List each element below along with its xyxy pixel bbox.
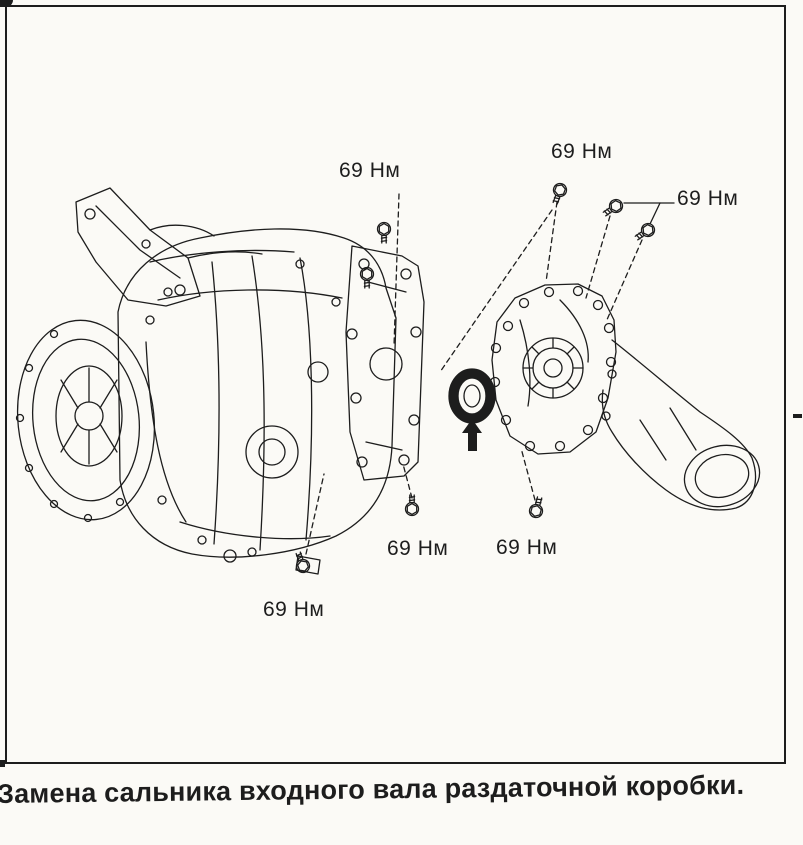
callout-bracket-lines (623, 202, 675, 225)
bolt-icon (548, 181, 569, 207)
bolt-icon (527, 495, 547, 520)
scan-frame (5, 5, 786, 764)
input-shaft-seal (448, 368, 496, 424)
torque-callout: 69 Нм (339, 159, 401, 182)
bolt-icon (291, 549, 312, 575)
transfer-case (489, 283, 761, 511)
torque-callout: 69 Нм (387, 537, 449, 560)
scan-artifact (0, 0, 13, 7)
bolt-icon (376, 221, 392, 244)
bolt-icon (632, 220, 658, 245)
scan-artifact (0, 760, 5, 767)
transaxle-assembly (15, 187, 425, 575)
bolt-icon (359, 266, 375, 289)
torque-callout: 69 Нм (263, 598, 325, 621)
mount-bracket (75, 187, 263, 307)
torque-callout: 69 Нм (551, 140, 613, 163)
bolt-icon (600, 196, 626, 221)
adapter-plate (345, 245, 425, 481)
torque-callout: 69 Нм (677, 187, 739, 210)
leader-lines (305, 193, 643, 555)
diagram-canvas (15, 181, 761, 575)
figure-caption: Замена сальника входного вала раздаточно… (0, 769, 745, 809)
seal-pointer-arrow (462, 419, 482, 451)
torque-callout: 69 Нм (496, 536, 558, 559)
scan-artifact (793, 414, 802, 418)
